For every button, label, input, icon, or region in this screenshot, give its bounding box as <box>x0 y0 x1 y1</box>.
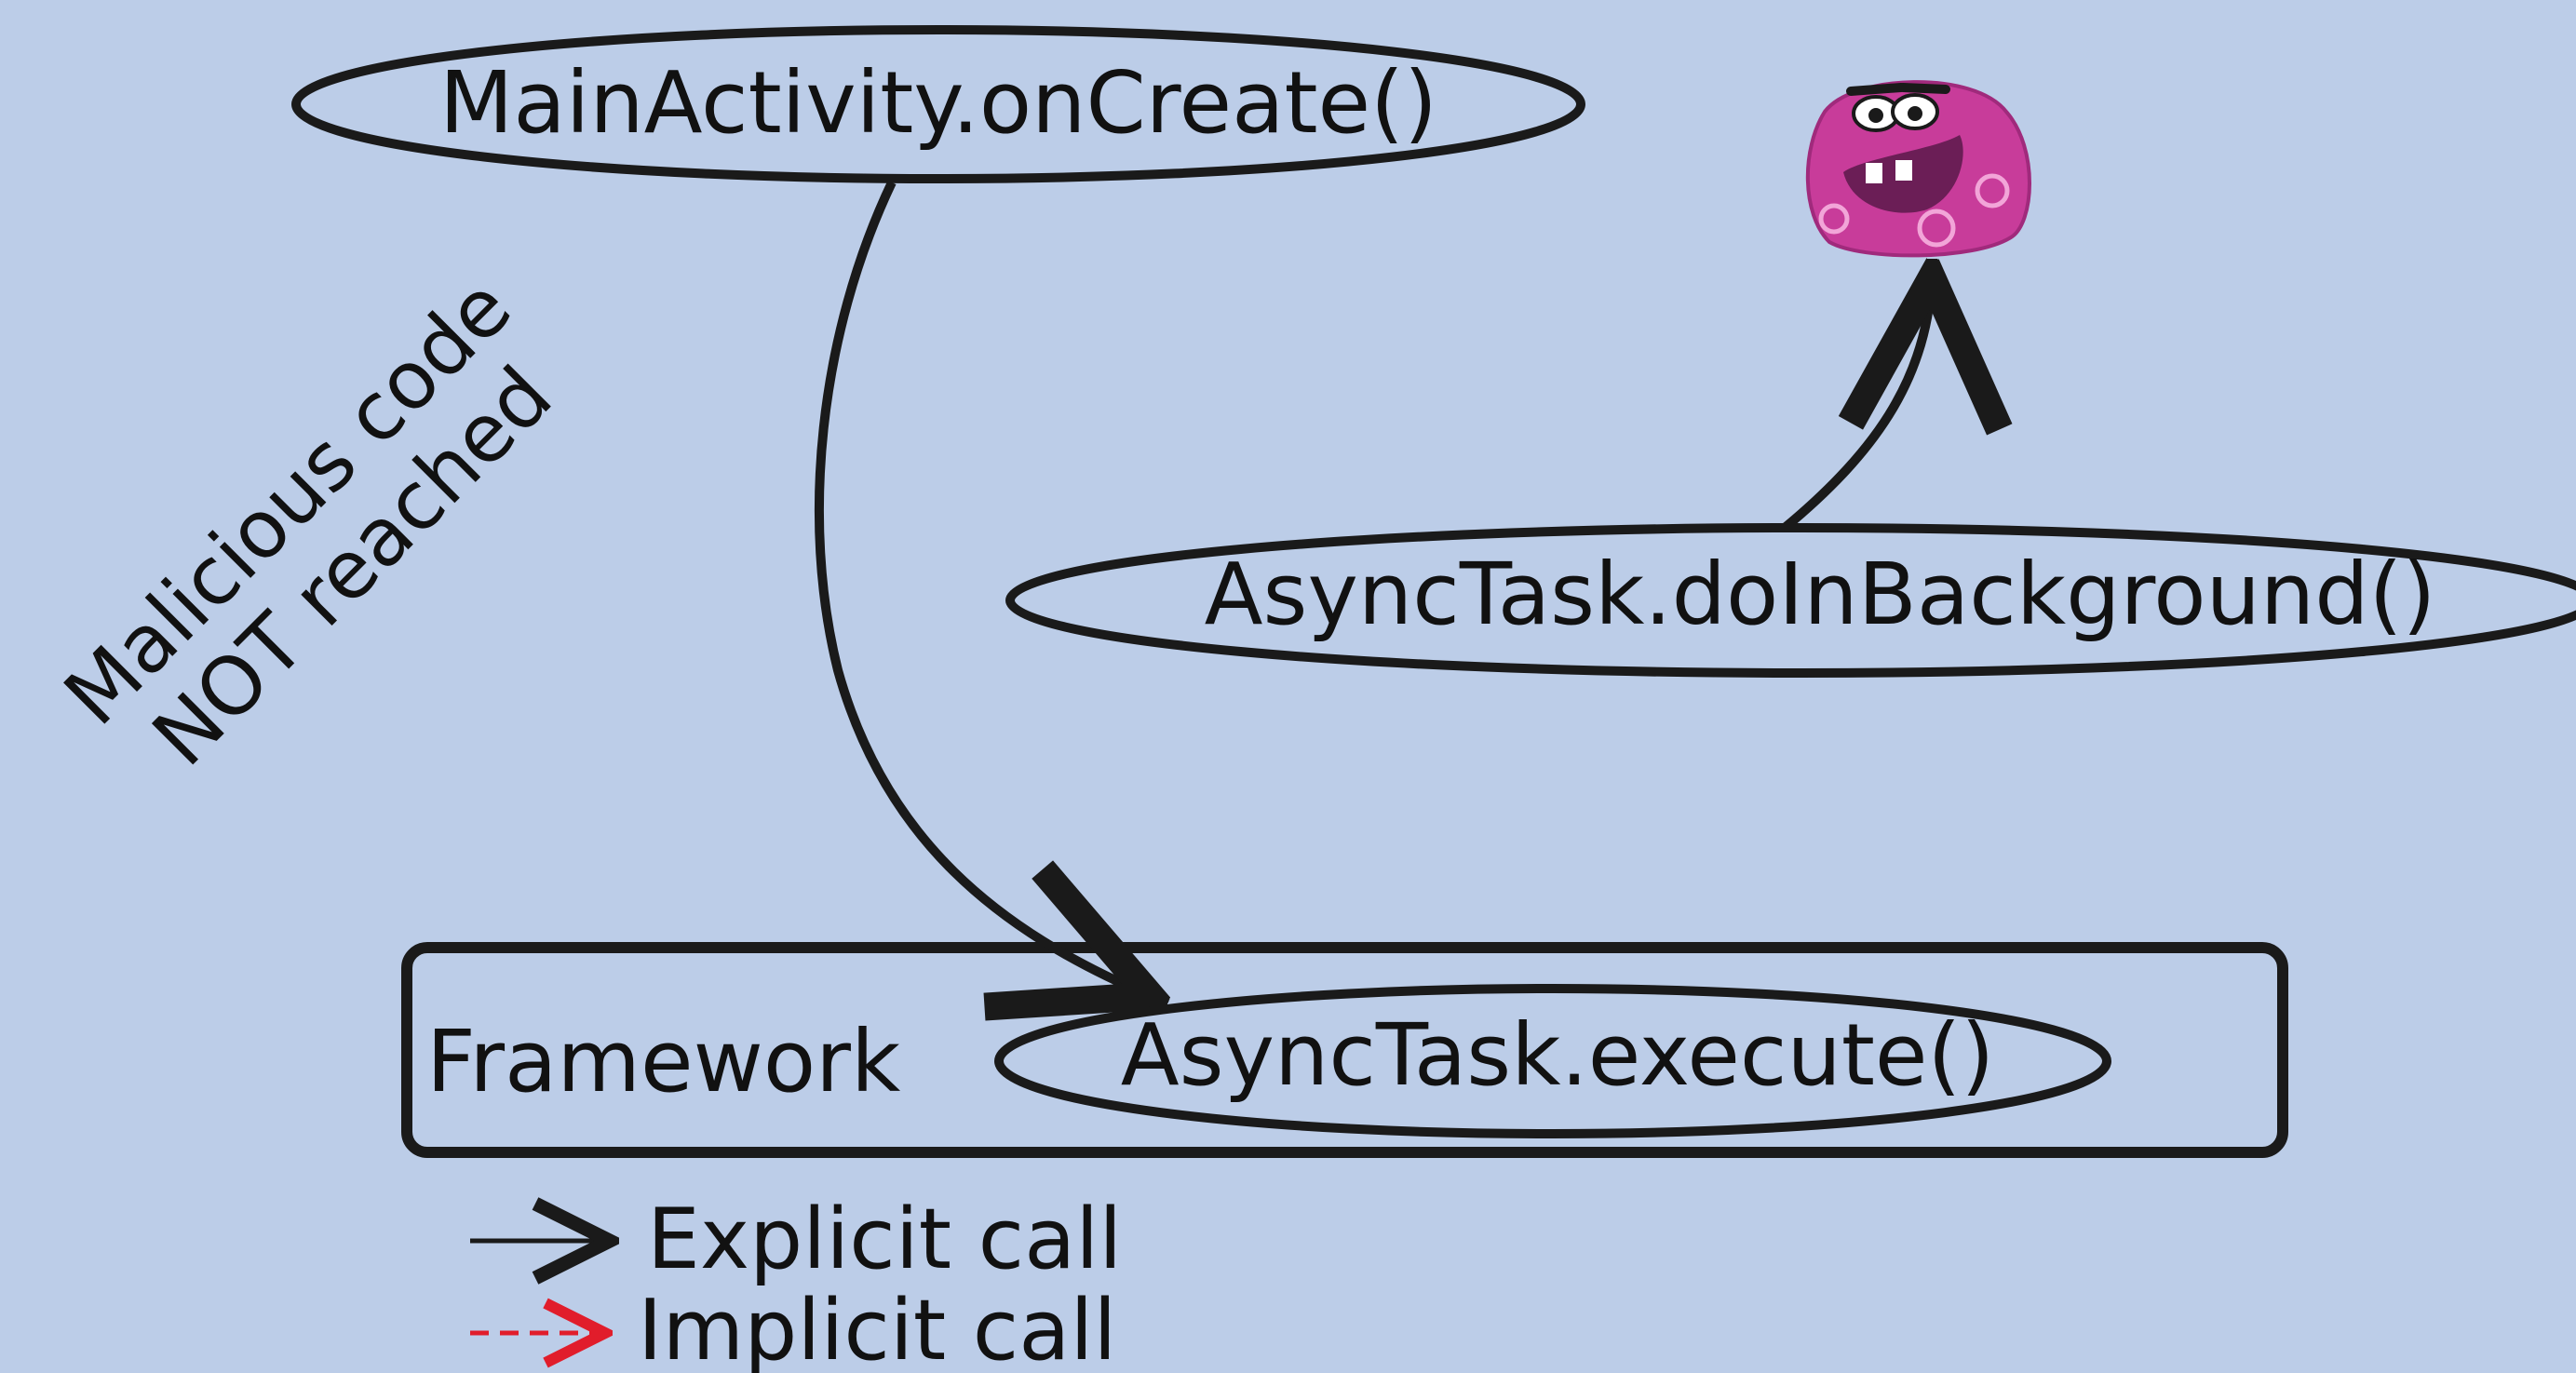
node-execute-label: AsyncTask.execute() <box>1121 1005 1995 1105</box>
legend-explicit-label: Explicit call <box>647 1191 1122 1288</box>
edge-doinbackground-to-malware <box>1781 277 1932 532</box>
malware-monster-icon <box>1805 80 2031 258</box>
legend: Explicit call Implicit call <box>470 1191 1122 1373</box>
node-asynctask-execute: AsyncTask.execute() <box>994 984 2111 1138</box>
node-doinbackground-label: AsyncTask.doInBackground() <box>1205 545 2436 644</box>
framework-label: Framework <box>426 1012 901 1111</box>
node-main-activity-label: MainActivity.onCreate() <box>439 53 1437 153</box>
edge-oncreate-to-execute <box>814 180 1151 996</box>
node-asynctask-doinbackground: AsyncTask.doInBackground() <box>1005 523 2576 678</box>
node-main-activity-oncreate: MainActivity.onCreate() <box>291 25 1585 183</box>
framework-box <box>401 942 2288 1158</box>
legend-implicit-label: Implicit call <box>638 1282 1116 1373</box>
